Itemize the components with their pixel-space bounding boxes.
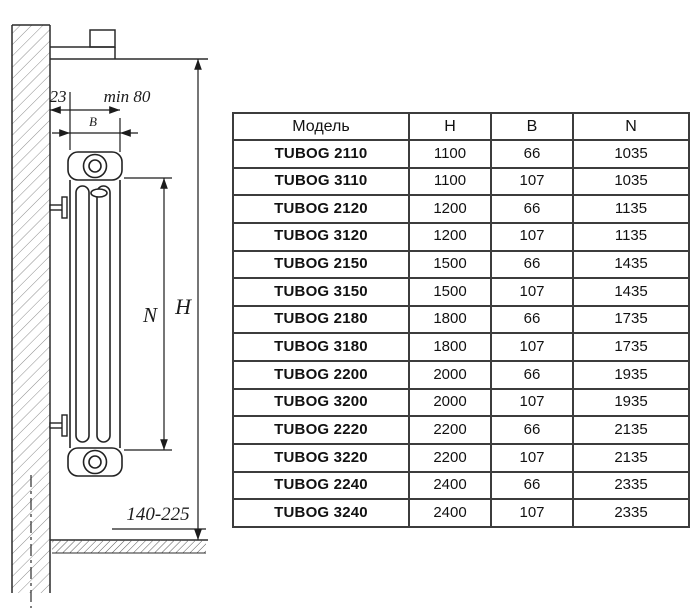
- radiator-tube: [96, 185, 111, 443]
- depth-dim-label: B: [89, 114, 97, 129]
- value-cell: 2335: [572, 498, 690, 528]
- bracket-range-dim-label: 140-225: [126, 504, 189, 525]
- value-cell: 1035: [572, 139, 690, 169]
- value-cell: 2000: [408, 387, 492, 418]
- value-cell: 2400: [408, 470, 492, 501]
- model-cell: TUBOG 3180: [232, 332, 410, 363]
- value-cell: 1100: [408, 139, 492, 169]
- value-cell: 2400: [408, 498, 492, 528]
- value-cell: 107: [490, 277, 574, 307]
- wall-brackets: [49, 196, 68, 437]
- value-cell: 66: [490, 304, 574, 335]
- model-cell: TUBOG 3240: [232, 498, 410, 528]
- header-b: B: [490, 112, 574, 141]
- value-cell: 1500: [408, 249, 492, 280]
- top-bracket: [50, 29, 208, 60]
- value-cell: 1100: [408, 166, 492, 197]
- value-cell: 107: [490, 332, 574, 363]
- value-cell: 2200: [408, 443, 492, 473]
- value-cell: 66: [490, 194, 574, 224]
- value-cell: 1935: [572, 360, 690, 390]
- value-cell: 107: [490, 498, 574, 528]
- offset-dim-label: 23: [50, 87, 67, 106]
- radiator-body: [67, 151, 123, 477]
- value-cell: 66: [490, 139, 574, 169]
- value-cell: 66: [490, 470, 574, 501]
- model-cell: TUBOG 2150: [232, 249, 410, 280]
- height-dim-label: H: [174, 294, 192, 319]
- value-cell: 107: [490, 166, 574, 197]
- model-cell: TUBOG 3220: [232, 443, 410, 473]
- value-cell: 1735: [572, 332, 690, 363]
- value-cell: 66: [490, 249, 574, 280]
- value-cell: 1135: [572, 194, 690, 224]
- model-cell: TUBOG 3200: [232, 387, 410, 418]
- model-cell: TUBOG 2200: [232, 360, 410, 390]
- value-cell: 107: [490, 387, 574, 418]
- value-cell: 2335: [572, 470, 690, 501]
- value-cell: 1135: [572, 221, 690, 252]
- value-cell: 1435: [572, 249, 690, 280]
- value-cell: 66: [490, 415, 574, 446]
- value-cell: 1800: [408, 304, 492, 335]
- radiator-tube: [75, 185, 90, 443]
- wall: [11, 24, 51, 608]
- value-cell: 1935: [572, 387, 690, 418]
- model-cell: TUBOG 2180: [232, 304, 410, 335]
- value-cell: 1800: [408, 332, 492, 363]
- value-cell: 107: [490, 443, 574, 473]
- value-cell: 1035: [572, 166, 690, 197]
- model-cell: TUBOG 3110: [232, 166, 410, 197]
- model-cell: TUBOG 3120: [232, 221, 410, 252]
- value-cell: 107: [490, 221, 574, 252]
- value-cell: 66: [490, 360, 574, 390]
- min-depth-dim-label: min 80: [104, 87, 151, 106]
- header-h: H: [408, 112, 492, 141]
- value-cell: 1200: [408, 221, 492, 252]
- axis-dim-label: N: [142, 303, 158, 327]
- model-cell: TUBOG 2220: [232, 415, 410, 446]
- model-cell: TUBOG 2110: [232, 139, 410, 169]
- value-cell: 1500: [408, 277, 492, 307]
- header-n: N: [572, 112, 690, 141]
- model-cell: TUBOG 2240: [232, 470, 410, 501]
- value-cell: 2135: [572, 415, 690, 446]
- value-cell: 2135: [572, 443, 690, 473]
- model-cell: TUBOG 2120: [232, 194, 410, 224]
- floor: [50, 539, 208, 554]
- value-cell: 1200: [408, 194, 492, 224]
- value-cell: 1435: [572, 277, 690, 307]
- air-vent: [90, 188, 108, 198]
- table-header-row: Модель H B N: [232, 112, 690, 141]
- header-model: Модель: [232, 112, 410, 141]
- dimension-lines: [50, 59, 206, 540]
- value-cell: 2200: [408, 415, 492, 446]
- value-cell: 1735: [572, 304, 690, 335]
- model-cell: TUBOG 3150: [232, 277, 410, 307]
- value-cell: 2000: [408, 360, 492, 390]
